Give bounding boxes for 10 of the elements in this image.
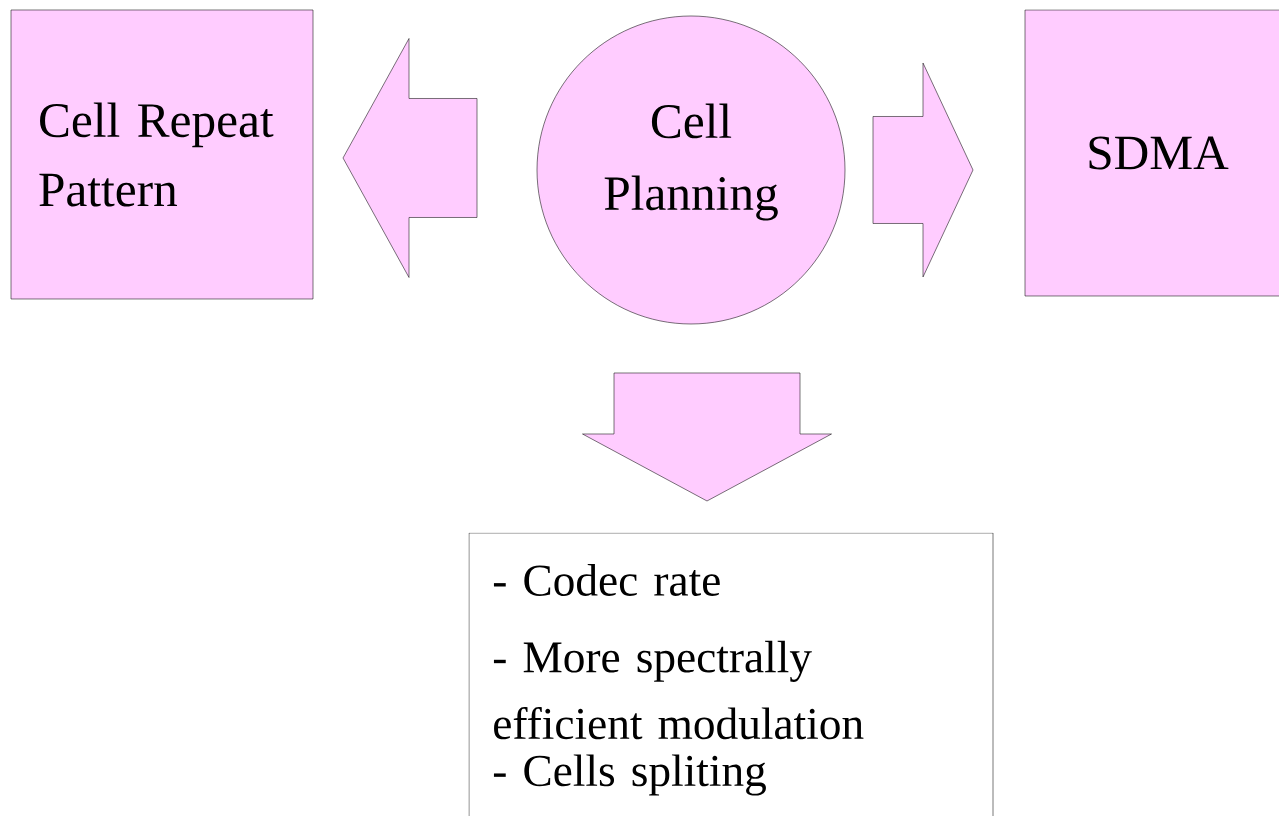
text-box: Cell Repeat Pattern: [10, 9, 314, 300]
block-arrow: [582, 372, 832, 502]
block-arrow: [342, 38, 478, 278]
text-box: SDMA: [1024, 9, 1279, 297]
list-item: - More spectrally efficient modulation: [493, 640, 864, 740]
block-arrow: [872, 62, 974, 278]
list-item: - Codec rate: [493, 564, 720, 596]
text-box: [468, 532, 994, 816]
list-item: - Cells spliting: [493, 754, 766, 796]
circle-node: Cell Planning: [536, 15, 846, 325]
